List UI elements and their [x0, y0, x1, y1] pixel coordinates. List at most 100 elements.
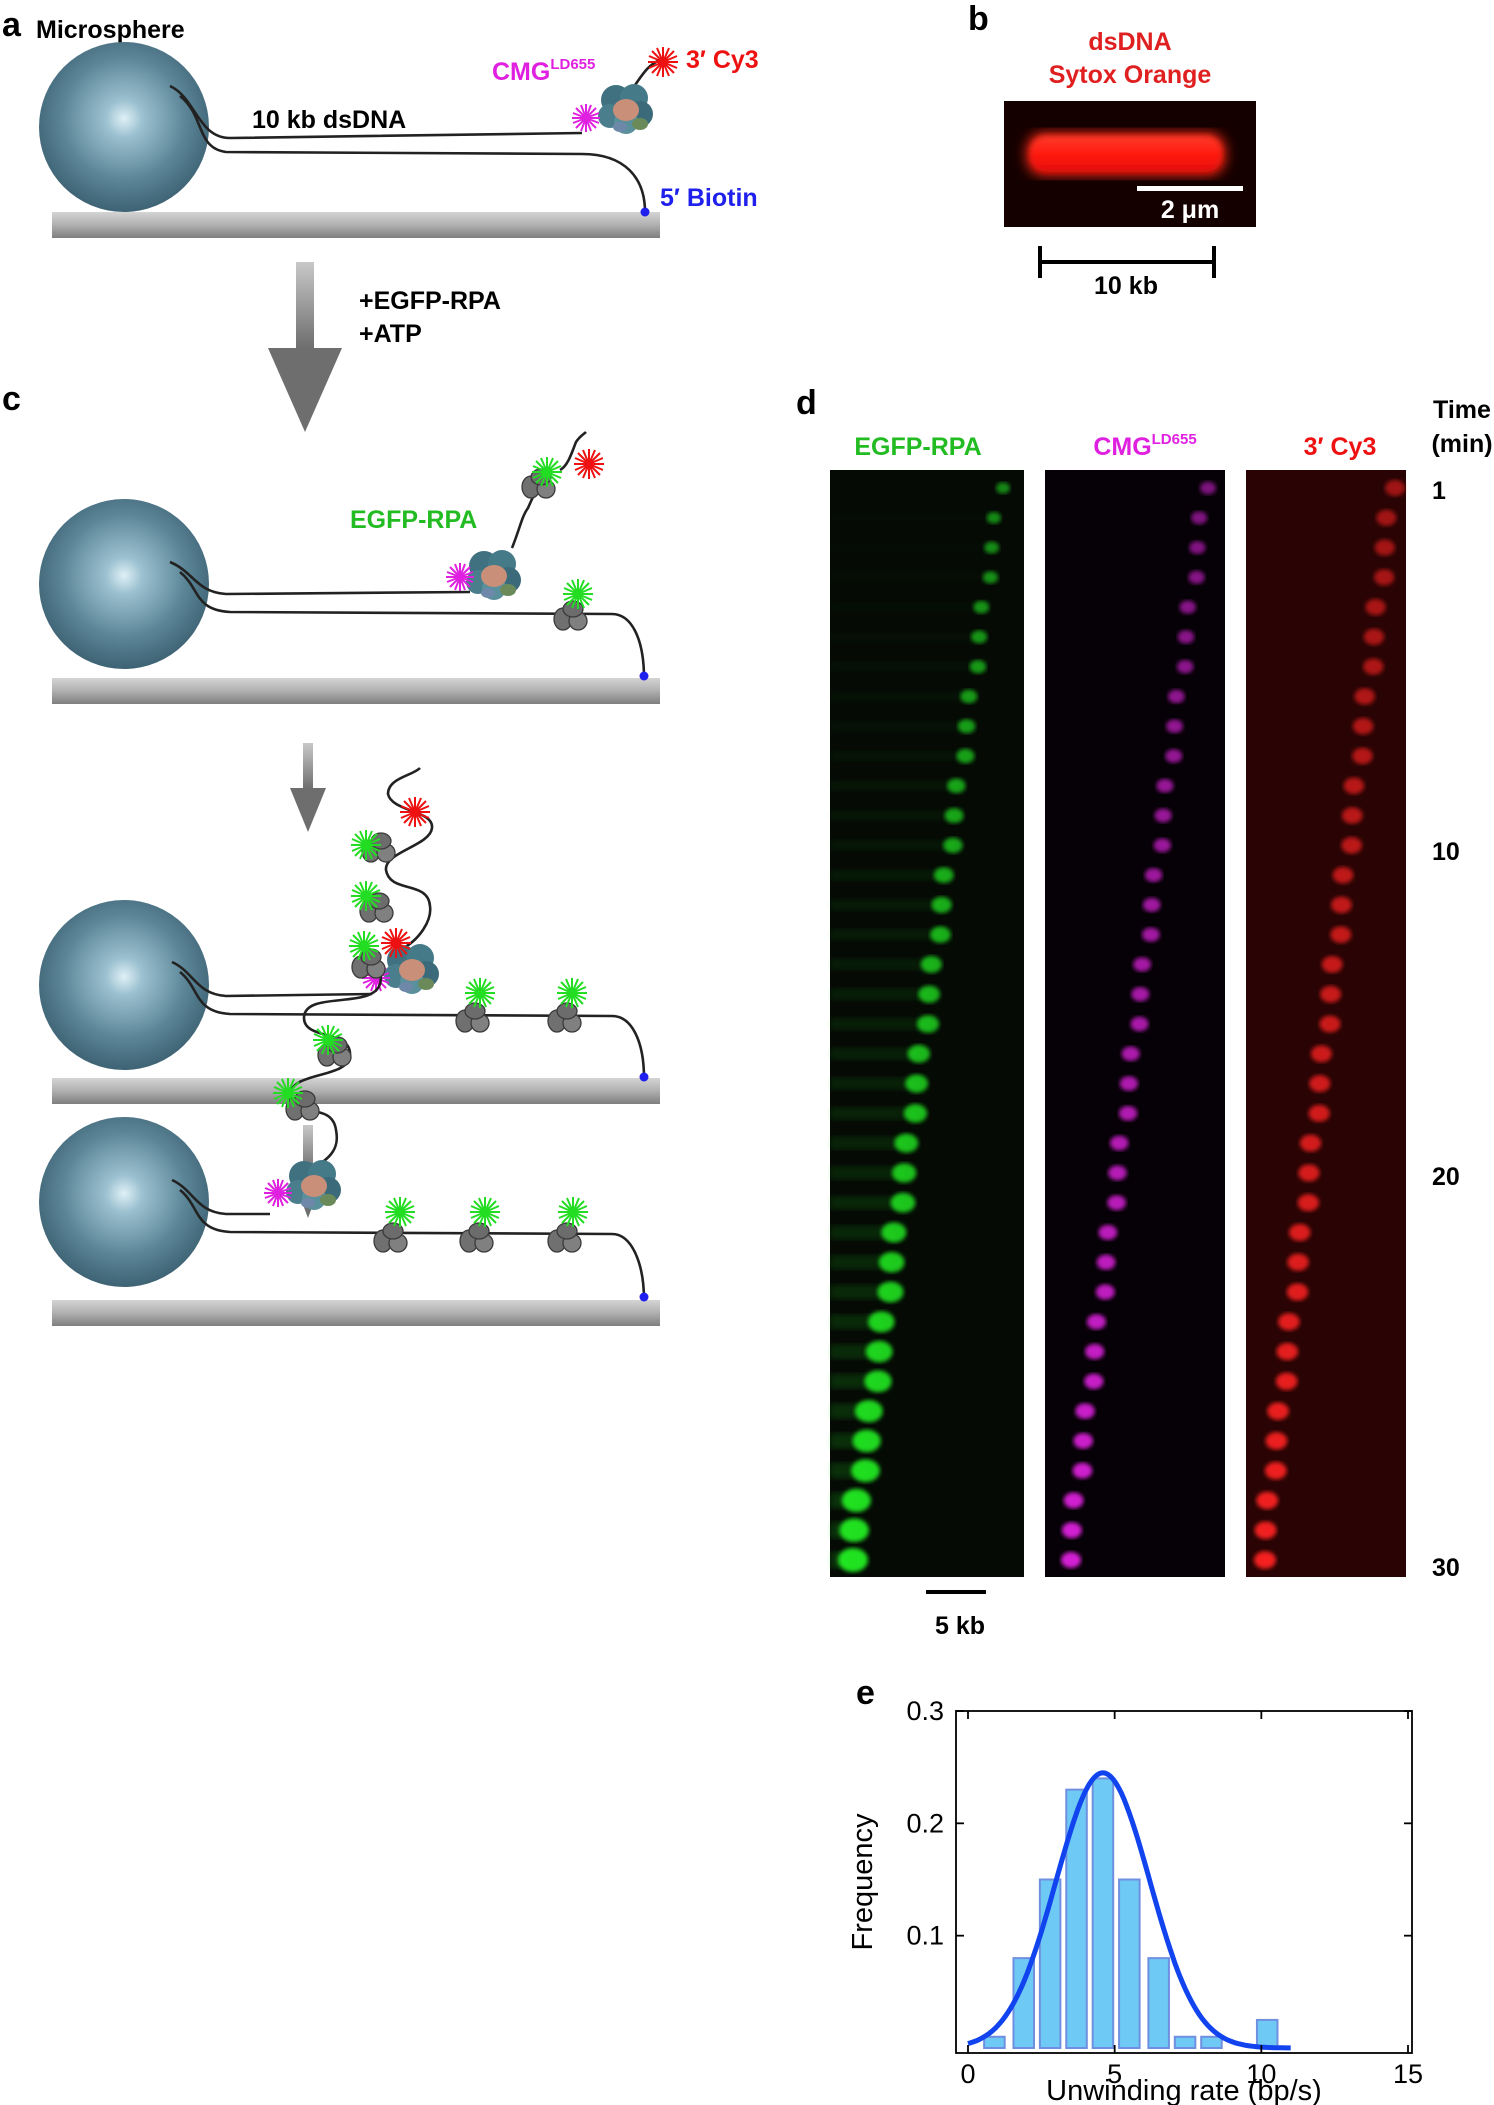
rpa-star — [469, 1196, 501, 1228]
rpa-star — [384, 1196, 416, 1228]
cy3-spot — [1286, 1283, 1309, 1301]
cy3-spot — [1352, 747, 1373, 765]
rpa-star — [531, 456, 563, 488]
cmg-spot — [1075, 1403, 1095, 1419]
cmg-spot — [1133, 957, 1151, 972]
dna-strands — [169, 431, 646, 679]
cy3-spot — [1287, 1253, 1309, 1271]
cy3-spot — [1363, 628, 1385, 646]
rpa-star — [350, 880, 382, 912]
cmg-spot — [1165, 749, 1183, 763]
microsphere — [39, 900, 209, 1070]
ld655-star — [445, 562, 475, 592]
cy3-spot — [1267, 1402, 1289, 1420]
time-tick-1: 1 — [1432, 477, 1446, 505]
panel-letter-e: e — [856, 1674, 875, 1712]
cy3-spot — [1275, 1372, 1298, 1391]
cy3-spot — [1374, 539, 1395, 556]
rpa-protein — [547, 1002, 582, 1033]
rpa-tail — [830, 662, 978, 671]
cmg-spot — [1073, 1433, 1093, 1449]
rpa-spot — [918, 985, 940, 1003]
rpa-protein — [373, 1222, 408, 1253]
rpa-star — [350, 829, 382, 861]
biotin-dot — [639, 1072, 649, 1082]
rpa-spot — [960, 689, 978, 704]
cy3-spot — [1321, 956, 1343, 973]
cy3-spot — [1299, 1134, 1322, 1152]
rpa-tail — [830, 573, 991, 581]
biotin-dot — [639, 671, 649, 681]
histogram-bar — [1173, 2035, 1197, 2050]
ten-kb-label: 10 kb — [1094, 272, 1158, 300]
surface — [52, 1300, 660, 1326]
rpa-tail — [830, 1047, 919, 1060]
dsdna-strands — [169, 58, 661, 213]
rpa-spot — [957, 719, 976, 734]
biotin-dot — [639, 1292, 649, 1302]
rpa-tail — [830, 869, 944, 881]
histogram-bar — [1065, 1788, 1088, 2049]
rpa-star — [557, 1196, 589, 1228]
rpa-spot — [864, 1370, 892, 1393]
cmg-spot — [1061, 1552, 1081, 1568]
cmg-helicase — [286, 1160, 341, 1210]
cmg-spot — [1200, 481, 1216, 495]
microsphere — [39, 1117, 209, 1287]
channel-cmg-text: CMG — [1093, 433, 1151, 461]
cy3-spot — [1376, 509, 1397, 526]
cy3-spot — [1332, 866, 1354, 884]
cmg-spot — [1121, 1046, 1140, 1062]
rpa-spot — [881, 1222, 907, 1243]
cy3-spot — [1264, 1461, 1287, 1480]
rpa-spot — [931, 896, 952, 913]
step-arrow-1 — [290, 743, 326, 832]
reagent-arrow — [268, 262, 342, 432]
cy3-star — [573, 448, 605, 480]
cmg-spot — [1191, 511, 1208, 525]
rpa-tail — [830, 721, 967, 732]
x-tick-label: 10 — [1246, 2059, 1276, 2089]
cy3-track — [1254, 480, 1405, 1569]
y-tick-label: 0.2 — [906, 1808, 944, 1838]
rpa-tail — [830, 840, 953, 851]
cy3-star — [647, 46, 679, 78]
rpa-spot — [982, 571, 999, 584]
rpa-star — [272, 1077, 304, 1109]
channel-cmg-label: CMGLD655 — [1093, 431, 1196, 461]
channel-cmg-sup: LD655 — [1152, 431, 1197, 448]
sytox-scale-label: 2 μm — [1161, 196, 1219, 224]
cmg-spot — [1108, 1165, 1127, 1181]
cy3-spot — [1374, 569, 1395, 586]
cy3-spot — [1309, 1075, 1331, 1092]
panel-a: a Microsphere 10 kb dsDNA CMGLD655 3′ Cy… — [2, 6, 759, 238]
rpa-star — [312, 1024, 344, 1056]
cmg-spot — [1188, 570, 1205, 584]
x-axis-label: Unwinding rate (bp/s) — [1046, 2075, 1322, 2105]
cmg-spot — [1085, 1343, 1105, 1360]
ten-kb-bracket — [1038, 246, 1216, 278]
rpa-spot — [986, 512, 1002, 524]
cy3-spot — [1256, 1491, 1279, 1510]
biotin-label: 5′ Biotin — [660, 184, 758, 212]
rpa-spot — [851, 1459, 880, 1483]
rpa-tail — [830, 928, 941, 941]
sytox-dna — [1030, 136, 1222, 172]
rpa-tail — [830, 958, 932, 971]
rpa-spot — [854, 1400, 883, 1423]
microsphere — [39, 42, 209, 212]
rpa-tail — [830, 1136, 907, 1150]
reagent-2: +ATP — [359, 320, 422, 348]
panel-letter-b: b — [968, 0, 989, 38]
cy3-spot — [1310, 1045, 1332, 1063]
cmg-track — [1061, 481, 1216, 1568]
rpa-spot — [907, 1044, 931, 1063]
cy3-spot — [1363, 658, 1384, 675]
cy3-spot — [1354, 688, 1375, 705]
cy3-spot — [1330, 926, 1352, 944]
rpa-protein — [459, 1222, 494, 1253]
rpa-tail — [830, 543, 992, 551]
